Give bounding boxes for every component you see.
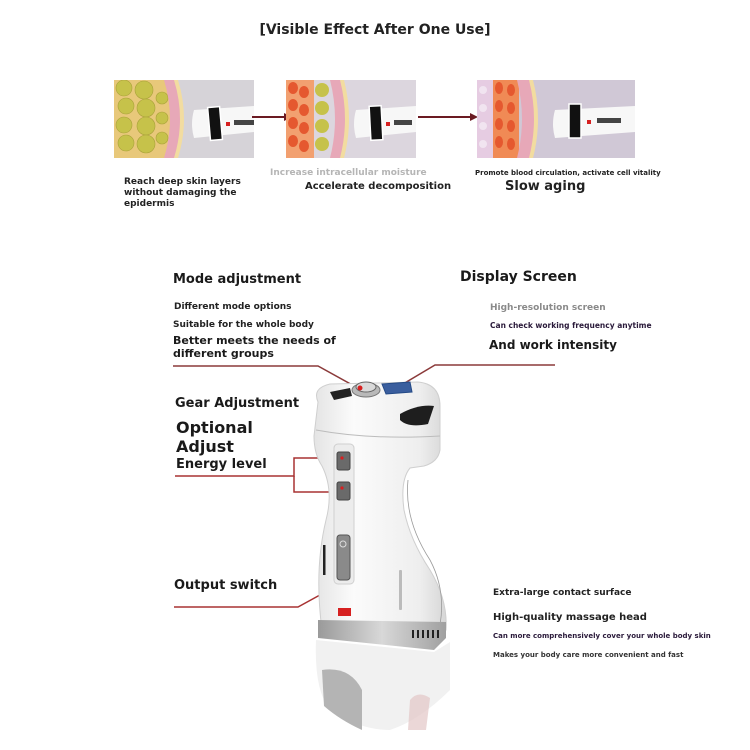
skin-vitality-illustration-icon xyxy=(477,80,635,158)
head-line-2: High-quality massage head xyxy=(493,612,647,623)
head-line-1: Extra-large contact surface xyxy=(493,588,632,598)
effect-caption-2: Accelerate decomposition xyxy=(305,181,452,192)
effect-subcaption-3: Promote blood circulation, activate cell… xyxy=(475,169,661,177)
effect-caption-1: Reach deep skin layers without damaging … xyxy=(124,177,241,210)
mode-emphasis: Better meets the needs of different grou… xyxy=(173,334,336,360)
gear-big-line: Optional xyxy=(176,418,253,437)
gear-sub: Energy level xyxy=(176,457,267,472)
mode-emphasis-line: different groups xyxy=(173,347,274,360)
effect-image-1 xyxy=(114,80,254,158)
arrow-2-icon xyxy=(418,113,478,121)
device-illustration-icon xyxy=(313,381,450,730)
display-emphasis: And work intensity xyxy=(489,338,617,352)
page-title: [Visible Effect After One Use] xyxy=(259,22,491,38)
display-heading: Display Screen xyxy=(460,269,577,285)
gear-big-text: Optional Adjust xyxy=(176,418,253,456)
caption-line: epidermis xyxy=(124,199,175,209)
head-line-4: Makes your body care more convenient and… xyxy=(493,651,684,659)
effect-image-3 xyxy=(477,80,635,158)
caption-line: without damaging the xyxy=(124,188,237,198)
display-line-1: High-resolution screen xyxy=(490,303,606,313)
effect-caption-3: Slow aging xyxy=(505,179,586,194)
effect-subcaption-2: Increase intracellular moisture xyxy=(270,168,427,178)
skin-cells-illustration-icon xyxy=(286,80,416,158)
skin-fat-illustration-icon xyxy=(114,80,254,158)
mode-line-2: Suitable for the whole body xyxy=(173,320,314,330)
mode-heading: Mode adjustment xyxy=(173,272,302,287)
mode-emphasis-line: Better meets the needs of xyxy=(173,334,336,347)
gear-heading: Gear Adjustment xyxy=(175,396,300,411)
display-line-2: Can check working frequency anytime xyxy=(490,321,652,330)
effect-image-2 xyxy=(286,80,416,158)
gear-big-line: Adjust xyxy=(176,437,234,456)
caption-line: Reach deep skin layers xyxy=(124,177,241,187)
output-heading: Output switch xyxy=(174,578,278,593)
mode-line-1: Different mode options xyxy=(174,302,292,312)
head-line-3: Can more comprehensively cover your whol… xyxy=(493,632,711,640)
